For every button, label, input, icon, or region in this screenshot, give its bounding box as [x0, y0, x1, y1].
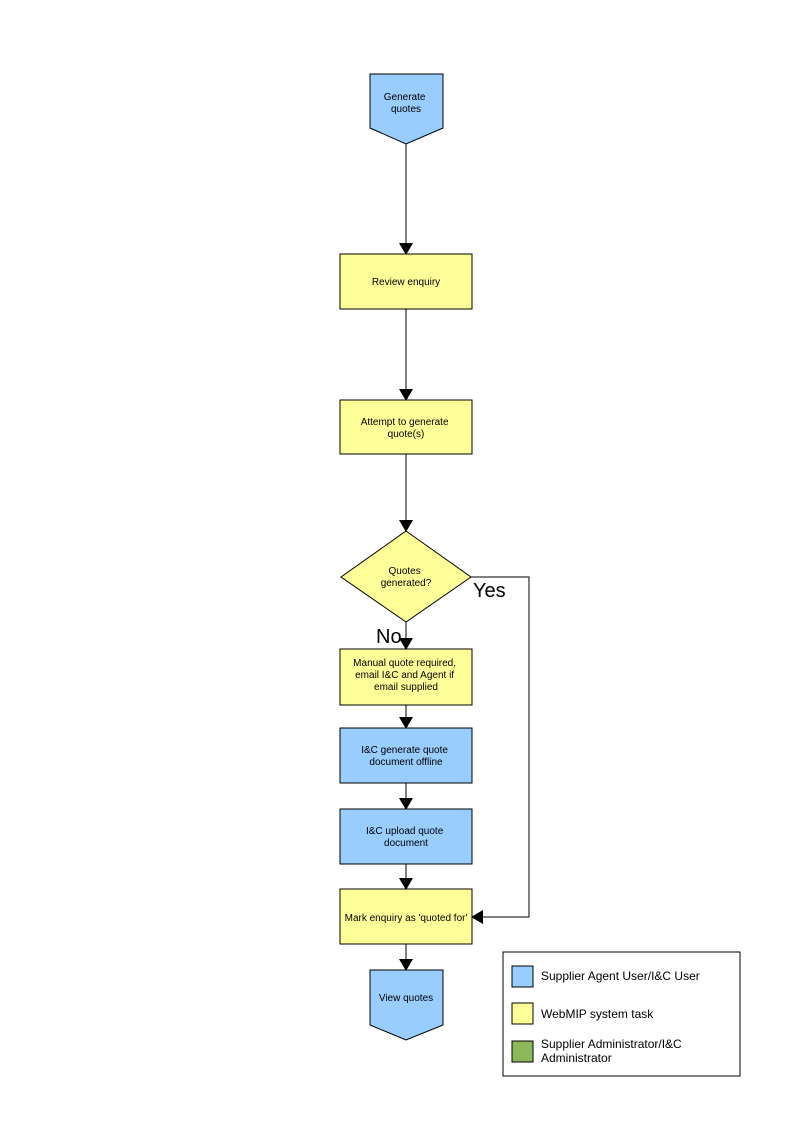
branch-label-no: No [376, 626, 402, 648]
start-label-line: quotes [391, 104, 421, 115]
decision-label: Quotes generated? [381, 566, 432, 589]
legend-label-line: WebMIP system task [541, 1007, 654, 1021]
mark-box [339, 888, 473, 945]
manual-node: Manual quote required, email I&C and Age… [339, 648, 473, 706]
offline-label-line: document offline [369, 757, 443, 768]
review-node: Review enquiry [339, 253, 473, 310]
manual-label-line: email supplied [374, 682, 438, 693]
decision-label-line: Quotes [388, 566, 420, 577]
start-shape [369, 73, 444, 145]
legend-label-line: Supplier Administrator/I&C [541, 1037, 682, 1051]
start-label: Generate quotes [384, 92, 428, 115]
review-label-line: Review enquiry [372, 277, 440, 288]
decision-diamond [340, 530, 472, 623]
decision-label-line: generated? [381, 578, 432, 589]
branch-label-yes: Yes [473, 580, 506, 602]
review-label: Review enquiry [372, 277, 440, 288]
mark-label: Mark enquiry as 'quoted for' [345, 913, 468, 924]
review-box [339, 253, 473, 310]
connectors [399, 144, 530, 971]
legend-label-system: WebMIP system task [541, 1007, 654, 1021]
manual-label: Manual quote required, email I&C and Age… [353, 658, 459, 693]
attempt-label: Attempt to generate quote(s) [361, 417, 452, 440]
end-label: View quotes [379, 993, 433, 1004]
upload-label-line: I&C upload quote [366, 826, 444, 837]
end-shape [369, 969, 444, 1041]
mark-label-line: Mark enquiry as 'quoted for' [345, 913, 468, 924]
offline-label-line: I&C generate quote [361, 745, 448, 756]
upload-label-line: document [384, 838, 428, 849]
upload-label: I&C upload quote document [366, 826, 446, 849]
attempt-box [339, 399, 473, 455]
start-node: Generate quotes [369, 73, 444, 145]
upload-node: I&C upload quote document [339, 808, 473, 865]
legend-swatch-user [511, 965, 534, 988]
upload-box [339, 808, 473, 865]
start-label-line: Generate [384, 92, 426, 103]
attempt-node: Attempt to generate quote(s) [339, 399, 473, 455]
offline-label: I&C generate quote document offline [361, 745, 451, 768]
legend-frame [502, 951, 741, 1077]
decision-node: Quotes generated? [340, 530, 472, 623]
attempt-label-line: quote(s) [388, 429, 425, 440]
legend-swatch-admin [511, 1040, 534, 1063]
legend: Supplier Agent User/I&C User WebMIP syst… [502, 951, 741, 1077]
manual-box [339, 648, 473, 706]
attempt-label-line: Attempt to generate [361, 417, 449, 428]
legend-swatch-system [511, 1002, 534, 1025]
end-node: View quotes [369, 969, 444, 1041]
connector-decision-mark-yes [471, 576, 530, 924]
mark-node: Mark enquiry as 'quoted for' [339, 888, 473, 945]
legend-label-user: Supplier Agent User/I&C User [541, 969, 700, 983]
offline-node: I&C generate quote document offline [339, 727, 473, 784]
offline-box [339, 727, 473, 784]
legend-label-admin: Supplier Administrator/I&C Administrator [541, 1037, 685, 1065]
end-label-line: View quotes [379, 993, 433, 1004]
manual-label-line: Manual quote required, [353, 658, 456, 669]
manual-label-line: email I&C and Agent if [355, 670, 454, 681]
legend-label-line: Administrator [541, 1051, 612, 1065]
legend-label-line: Supplier Agent User/I&C User [541, 969, 700, 983]
